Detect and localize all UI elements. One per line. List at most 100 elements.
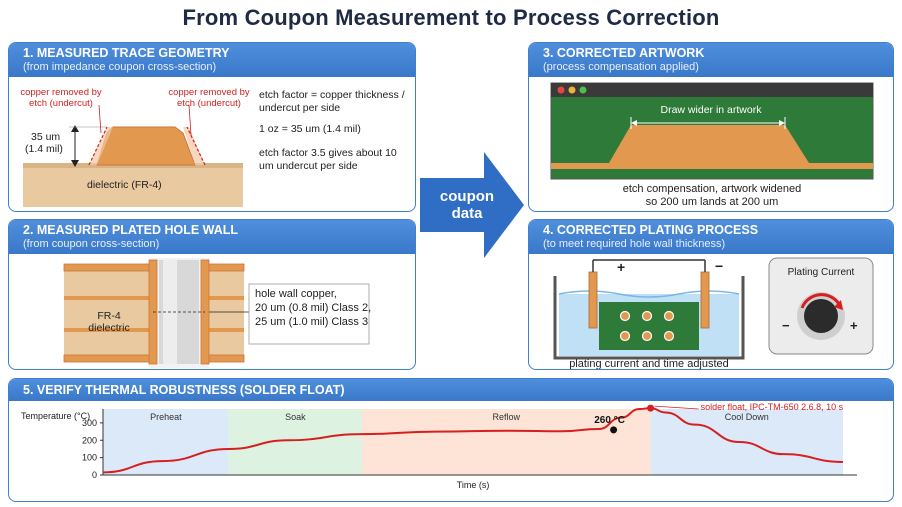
undercut-note-left: copper removed by etch (undercut) [20, 87, 102, 109]
plated-holes [619, 310, 675, 342]
close-dot-icon[interactable] [557, 86, 565, 94]
zone-band-2 [362, 409, 651, 475]
zone-label-3: Cool Down [725, 412, 769, 422]
anode-plus-label: + [617, 259, 626, 275]
y-tick-label-1: 100 [82, 453, 97, 463]
panel-subheading: (from impedance coupon cross-section) [23, 61, 217, 73]
draw-wider-label: Draw wider in artwork [660, 104, 762, 116]
dielectric-layer [23, 167, 243, 207]
current-knob[interactable] [804, 299, 838, 333]
copper-base [551, 163, 873, 169]
knob-plus-label: + [850, 318, 858, 333]
hole-wall-callout-1: hole wall copper, [255, 288, 337, 300]
arrow-shape [420, 152, 524, 258]
temperature-profile-line [102, 407, 844, 474]
undercut-left [89, 127, 113, 165]
zone-band-0 [103, 409, 229, 475]
panel-trace-geometry: 1. MEASURED TRACE GEOMETRY (from impedan… [8, 42, 416, 212]
peak-260-label: 260 °C [594, 415, 625, 426]
etch-factor-example: etch factor 3.5 gives about 10 um underc… [259, 147, 397, 172]
coupon-data-arrow: coupon data [420, 152, 524, 258]
panel-heading: 5. VERIFY THERMAL ROBUSTNESS (SOLDER FLO… [23, 383, 345, 397]
pcb-panel [599, 302, 699, 350]
panel-header: 2. MEASURED PLATED HOLE WALL (from coupo… [9, 220, 415, 254]
dielectric-label: dielectric (FR-4) [87, 179, 162, 191]
hole-wall-callout-3: 25 um (1.0 mil) Class 3 [255, 316, 369, 328]
page-title: From Coupon Measurement to Process Corre… [182, 5, 720, 30]
etch-factor-formula: etch factor = copper thickness / undercu… [259, 89, 405, 114]
widened-trace [609, 125, 809, 163]
panel-header: 5. VERIFY THERMAL ROBUSTNESS (SOLDER FLO… [9, 379, 893, 401]
panel-header: 3. CORRECTED ARTWORK (process compensati… [529, 43, 893, 77]
panel-header: 4. CORRECTED PLATING PROCESS (to meet re… [529, 220, 893, 254]
arrowhead-up [71, 125, 79, 132]
artwork-caption-1: etch compensation, artwork widened [622, 183, 802, 195]
undercut-line-left [88, 126, 108, 166]
thickness-label: 35 um [31, 131, 61, 143]
plating-caption: plating current and time adjusted [569, 358, 729, 370]
arrowhead-left [631, 120, 637, 126]
hole-cross-section-diagram [63, 258, 370, 368]
arrow-label-line1: coupon [439, 188, 495, 205]
zone-band-1 [228, 409, 362, 475]
zone-label-2: Reflow [493, 412, 521, 422]
fr4-dielectric-label: dielectric [88, 322, 130, 334]
panel-subheading: (from coupon cross-section) [23, 238, 160, 250]
anode-minus-label: − [715, 258, 724, 274]
arrowhead-right [779, 120, 785, 126]
knob-title: Plating Current [787, 267, 855, 278]
plating-tank-diagram [553, 257, 874, 360]
zone-label-1: Soak [285, 412, 306, 422]
panel-corrected-plating: 4. CORRECTED PLATING PROCESS (to meet re… [528, 219, 894, 370]
copper-trace [96, 126, 196, 166]
peak-260-marker [610, 426, 618, 434]
label-backdrop [655, 103, 761, 117]
undercut-note-right: copper removed by etch (undercut) [168, 87, 250, 109]
zone-label-0: Preheat [150, 412, 182, 422]
arrow-icon [420, 152, 524, 258]
leader-right [188, 104, 192, 136]
trace-cross-section-diagram [23, 104, 243, 207]
panel-corrected-artwork: 3. CORRECTED ARTWORK (process compensati… [528, 42, 894, 212]
fr4-label: FR-4 [97, 310, 121, 322]
tank-wall [553, 276, 745, 360]
artwork-caption-2: so 200 um lands at 200 um [645, 196, 779, 208]
x-axis-label: Time (s) [457, 480, 490, 490]
anode-right [700, 271, 710, 329]
y-axis-label: Temperature (°C) [21, 411, 90, 421]
hole-wall-callout-2: 20 um (0.8 mil) Class 2, [255, 302, 372, 314]
increase-arrow-arc [800, 293, 841, 309]
solder-float-leader [654, 405, 699, 410]
solder-float-label: solder float, IPC-TM-650 2.6.8, 10 s [701, 402, 844, 412]
maximize-dot-icon[interactable] [579, 86, 587, 94]
artwork-window [550, 82, 874, 180]
y-tick-label-3: 300 [82, 418, 97, 428]
y-tick-label-2: 200 [82, 435, 97, 445]
undercut-right [183, 127, 205, 165]
arrowhead-down [71, 160, 79, 167]
panel-heading: 2. MEASURED PLATED HOLE WALL [23, 223, 239, 237]
solder-float-marker [647, 404, 655, 412]
panel-plated-hole-wall: 2. MEASURED PLATED HOLE WALL (from coupo… [8, 219, 416, 370]
leader-left [98, 104, 102, 134]
panel-header: 1. MEASURED TRACE GEOMETRY (from impedan… [9, 43, 415, 77]
panel-heading: 1. MEASURED TRACE GEOMETRY [23, 46, 230, 60]
minimize-dot-icon[interactable] [568, 86, 576, 94]
callout-box [248, 283, 370, 345]
increase-arrow-icon [834, 300, 843, 310]
arrow-label: coupon data [432, 188, 502, 222]
panel-thermal-robustness: 5. VERIFY THERMAL ROBUSTNESS (SOLDER FLO… [8, 378, 894, 502]
panel-heading: 4. CORRECTED PLATING PROCESS [543, 223, 759, 237]
window-titlebar [551, 83, 873, 97]
panel-subheading: (to meet required hole wall thickness) [543, 238, 726, 250]
solder-float-chart: Preheat Soak Reflow Cool Down 0 100 200 300Tem… [21, 402, 857, 490]
panel-heading: 3. CORRECTED ARTWORK [543, 46, 705, 60]
anode-left [588, 271, 598, 329]
y-tick-label-0: 0 [92, 470, 97, 480]
undercut-line-right [186, 126, 206, 166]
copper-weight-note: 1 oz = 35 um (1.4 mil) [259, 123, 361, 135]
knob-minus-label: − [782, 318, 790, 333]
thickness-label-mil: (1.4 mil) [25, 143, 63, 155]
panel-subheading: (process compensation applied) [543, 61, 699, 73]
arrow-label-line2: data [451, 205, 483, 222]
